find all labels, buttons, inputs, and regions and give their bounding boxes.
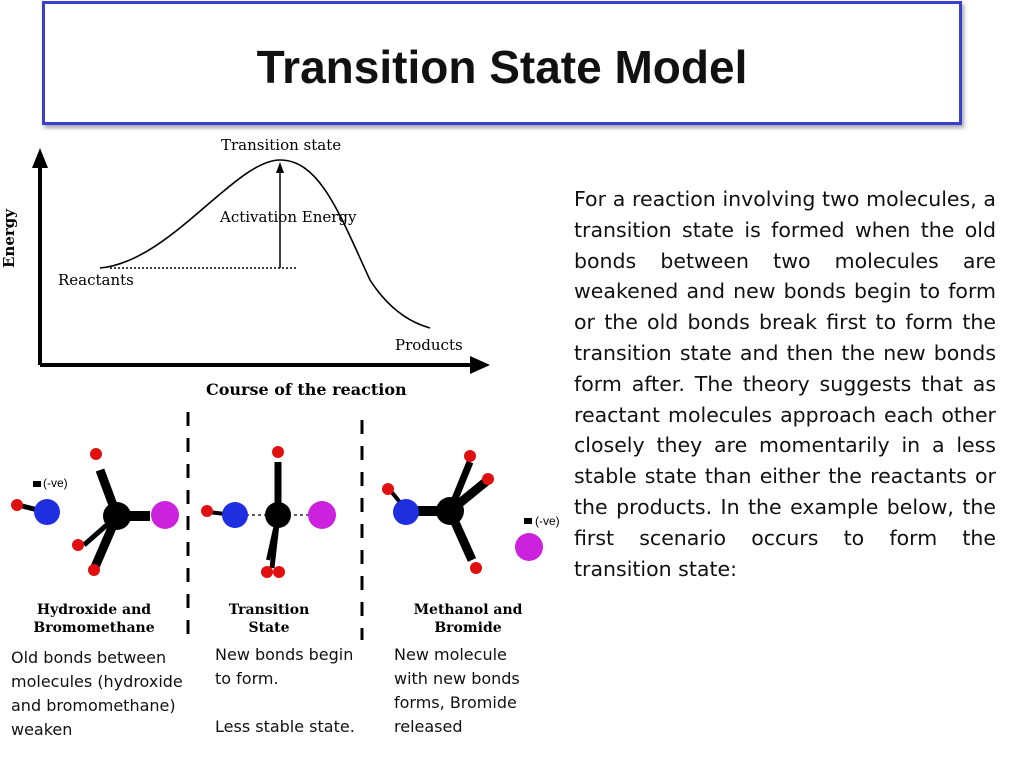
panel-2-label-2: State — [248, 620, 289, 636]
oxygen-atom — [222, 502, 248, 528]
panel-2-label: Transition — [229, 602, 310, 618]
carbon-atom — [436, 497, 464, 525]
hydrogen-atom — [482, 473, 494, 485]
caption-panel-3: New molecule with new bonds forms, Bromi… — [394, 645, 520, 736]
panel-3-label: Methanol and — [414, 602, 523, 618]
oxygen-atom — [34, 499, 60, 525]
hydrogen-atom — [201, 505, 213, 517]
x-axis-arrow — [470, 356, 490, 374]
activation-arrowhead — [276, 162, 284, 173]
bromine-atom — [151, 501, 179, 529]
y-axis-arrow — [32, 148, 48, 168]
hydrogen-atom — [464, 450, 476, 462]
molecule-panel-3: (-ve) Methanol and Bromide — [382, 450, 560, 636]
title-box: Transition State Model — [42, 1, 962, 125]
hydrogen-atom — [273, 566, 285, 578]
molecule-panel-1: (-ve) Hydroxide and Bromomethane — [11, 448, 179, 636]
bromine-atom — [308, 501, 336, 529]
bromide-ion — [515, 533, 543, 561]
reactants-label: Reactants — [58, 271, 134, 289]
charge-marker — [33, 481, 41, 487]
molecule-panel-2: Transition State — [201, 446, 336, 636]
charge-label: (-ve) — [43, 476, 68, 490]
panel-1-label: Hydroxide and — [37, 602, 151, 618]
charge-marker — [524, 518, 532, 524]
hydrogen-atom — [261, 566, 273, 578]
transition-state-label: Transition state — [221, 136, 341, 154]
hydrogen-atom — [88, 564, 100, 576]
hydrogen-atom — [90, 448, 102, 460]
hydrogen-atom — [272, 446, 284, 458]
caption-panel-2-line-a: New bonds begin to form. — [215, 645, 354, 688]
oxygen-atom — [393, 499, 419, 525]
energy-profile: Energy Course of the reaction Transition… — [0, 136, 490, 399]
panel-3-label-2: Bromide — [434, 620, 501, 636]
panel-1-label-2: Bromomethane — [33, 620, 154, 636]
reaction-diagram: Energy Course of the reaction Transition… — [0, 136, 560, 640]
hydrogen-atom — [72, 539, 84, 551]
carbon-atom — [103, 502, 131, 530]
activation-energy-label: Activation Energy — [219, 208, 357, 226]
explanation-paragraph: For a reaction involving two molecules, … — [574, 187, 996, 581]
course-axis-label: Course of the reaction — [206, 380, 407, 399]
caption-panel-2-line-b: Less stable state. — [215, 717, 355, 736]
caption-panel-1: Old bonds between molecules (hydroxide a… — [11, 648, 183, 739]
page-title: Transition State Model — [256, 41, 748, 93]
energy-curve — [99, 159, 431, 329]
charge-label: (-ve) — [535, 514, 560, 528]
energy-axis-label: Energy — [0, 208, 18, 268]
caption-panel-2: New bonds begin to form. Less stable sta… — [215, 643, 365, 739]
hydrogen-atom — [11, 499, 23, 511]
products-label: Products — [395, 336, 463, 354]
hydrogen-atom — [382, 483, 394, 495]
carbon-atom — [265, 502, 291, 528]
hydrogen-atom — [470, 562, 482, 574]
